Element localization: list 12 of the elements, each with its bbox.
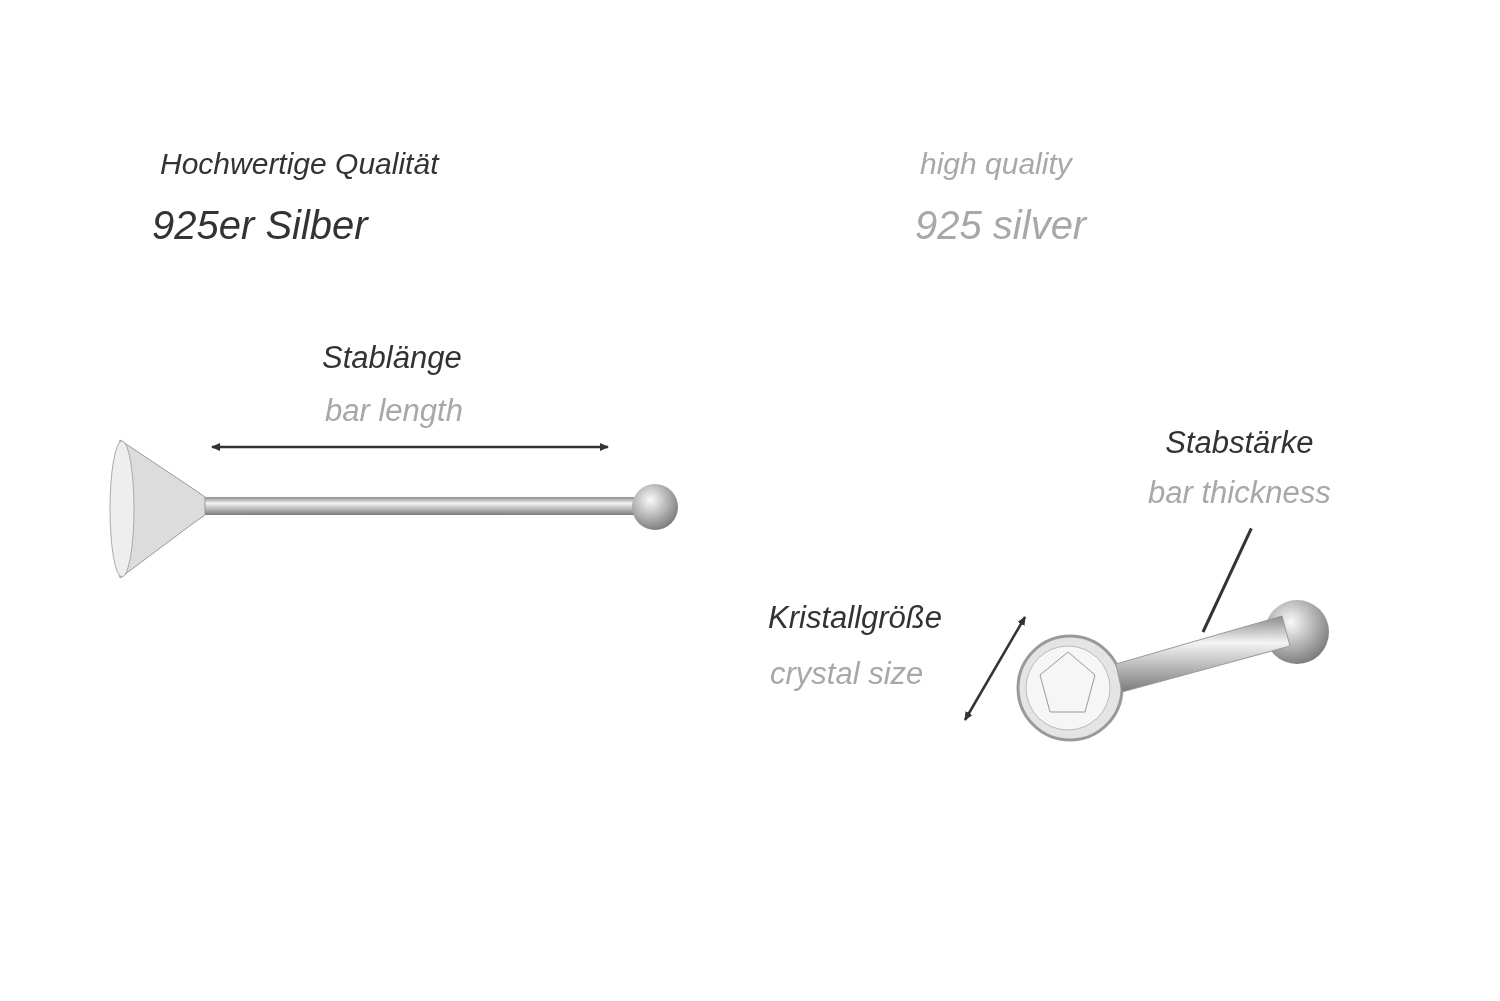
part-label: Stabstärke xyxy=(1164,425,1315,461)
dimension-label: crystal size xyxy=(770,656,924,692)
heading: high quality xyxy=(920,147,1072,182)
material-label: 925er Silber xyxy=(152,202,368,248)
part-label-translation: bar thickness xyxy=(1148,474,1331,511)
dimension-label: bar length xyxy=(325,393,463,429)
dimension-label: Kristallgröße xyxy=(768,600,942,636)
stud-bar xyxy=(1115,615,1291,693)
material-label: 925 silver xyxy=(915,202,1087,248)
dimension-label: Stablänge xyxy=(322,340,462,376)
heading: Hochwertige Qualität xyxy=(160,147,439,182)
leader-line xyxy=(1201,527,1253,633)
